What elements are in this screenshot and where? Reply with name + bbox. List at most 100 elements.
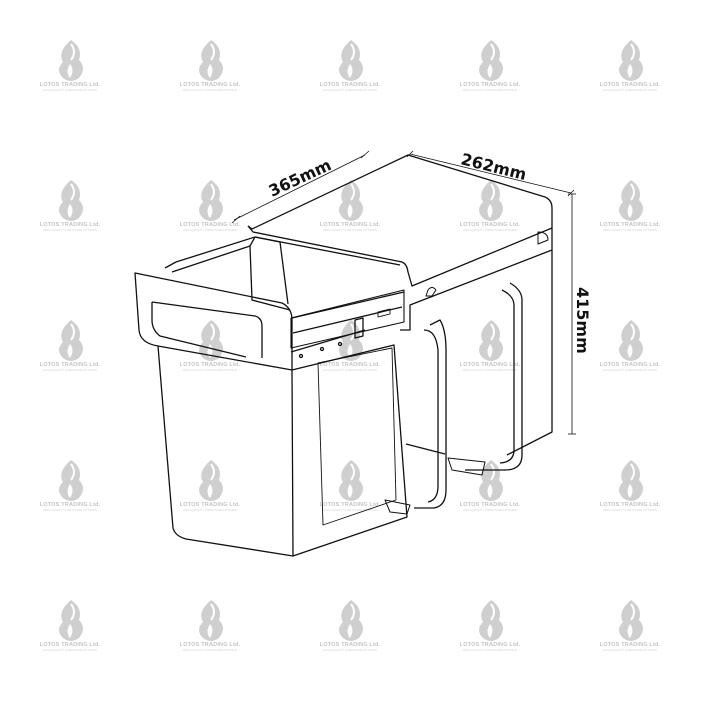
watermark-tagline: HIGH QUALITY FURNITURE FITTINGS — [603, 648, 657, 652]
watermark-tagline: HIGH QUALITY FURNITURE FITTINGS — [463, 508, 517, 512]
flame-logo-icon — [339, 460, 363, 501]
watermark: LOTOS TRADING Ltd.HIGH QUALITY FURNITURE… — [305, 598, 395, 652]
watermark-tagline: HIGH QUALITY FURNITURE FITTINGS — [43, 508, 97, 512]
dimension-width: 262mm — [406, 149, 575, 197]
watermark-tagline: HIGH QUALITY FURNITURE FITTINGS — [183, 508, 237, 512]
watermark: LOTOS TRADING Ltd.HIGH QUALITY FURNITURE… — [585, 318, 675, 372]
flame-logo-icon — [59, 320, 83, 361]
watermark-name: LOTOS TRADING Ltd. — [39, 362, 101, 368]
watermark-tagline: HIGH QUALITY FURNITURE FITTINGS — [323, 648, 377, 652]
watermark-name: LOTOS TRADING Ltd. — [39, 642, 101, 648]
watermark: LOTOS TRADING Ltd.HIGH QUALITY FURNITURE… — [165, 458, 255, 512]
watermark-tagline: HIGH QUALITY FURNITURE FITTINGS — [603, 368, 657, 372]
flame-logo-icon — [619, 320, 643, 361]
flame-logo-icon — [59, 40, 83, 81]
watermark-name: LOTOS TRADING Ltd. — [39, 502, 101, 508]
watermark: LOTOS TRADING Ltd.HIGH QUALITY FURNITURE… — [305, 38, 395, 92]
watermark-tagline: HIGH QUALITY FURNITURE FITTINGS — [463, 88, 517, 92]
watermark: LOTOS TRADING Ltd.HIGH QUALITY FURNITURE… — [25, 458, 115, 512]
watermark-name: LOTOS TRADING Ltd. — [179, 82, 241, 88]
watermark: LOTOS TRADING Ltd.HIGH QUALITY FURNITURE… — [25, 38, 115, 92]
watermark: LOTOS TRADING Ltd.HIGH QUALITY FURNITURE… — [445, 598, 535, 652]
flame-logo-icon — [199, 40, 223, 81]
watermark: LOTOS TRADING Ltd.HIGH QUALITY FURNITURE… — [585, 178, 675, 232]
flame-logo-icon — [59, 460, 83, 501]
watermark: LOTOS TRADING Ltd.HIGH QUALITY FURNITURE… — [585, 458, 675, 512]
width-label: 262mm — [459, 149, 528, 184]
watermark-name: LOTOS TRADING Ltd. — [459, 642, 521, 648]
watermark: LOTOS TRADING Ltd.HIGH QUALITY FURNITURE… — [445, 318, 535, 372]
watermark: LOTOS TRADING Ltd.HIGH QUALITY FURNITURE… — [165, 598, 255, 652]
flame-logo-icon — [339, 40, 363, 81]
watermark-name: LOTOS TRADING Ltd. — [179, 502, 241, 508]
rear-support — [384, 250, 553, 515]
watermark-tagline: HIGH QUALITY FURNITURE FITTINGS — [43, 648, 97, 652]
flame-logo-icon — [59, 600, 83, 641]
watermark: LOTOS TRADING Ltd.HIGH QUALITY FURNITURE… — [25, 598, 115, 652]
flame-logo-icon — [199, 320, 223, 361]
flame-logo-icon — [339, 180, 363, 221]
watermark-tagline: HIGH QUALITY FURNITURE FITTINGS — [603, 508, 657, 512]
watermark: LOTOS TRADING Ltd.HIGH QUALITY FURNITURE… — [445, 38, 535, 92]
flame-logo-icon — [339, 600, 363, 641]
watermark: LOTOS TRADING Ltd.HIGH QUALITY FURNITURE… — [305, 458, 395, 512]
watermark-tagline: HIGH QUALITY FURNITURE FITTINGS — [183, 228, 237, 232]
flame-logo-icon — [619, 180, 643, 221]
watermark-name: LOTOS TRADING Ltd. — [459, 82, 521, 88]
watermark: LOTOS TRADING Ltd.HIGH QUALITY FURNITURE… — [25, 318, 115, 372]
flame-logo-icon — [199, 460, 223, 501]
watermark: LOTOS TRADING Ltd.HIGH QUALITY FURNITURE… — [585, 598, 675, 652]
watermark: LOTOS TRADING Ltd.HIGH QUALITY FURNITURE… — [165, 318, 255, 372]
watermark-name: LOTOS TRADING Ltd. — [319, 82, 381, 88]
watermark-name: LOTOS TRADING Ltd. — [599, 502, 661, 508]
watermark-tagline: HIGH QUALITY FURNITURE FITTINGS — [323, 368, 377, 372]
drawer-runner — [290, 289, 405, 359]
watermark: LOTOS TRADING Ltd.HIGH QUALITY FURNITURE… — [165, 178, 255, 232]
watermark-tagline: HIGH QUALITY FURNITURE FITTINGS — [43, 368, 97, 372]
frame-lid — [247, 154, 553, 331]
dimension-depth: 365mm — [231, 150, 370, 224]
flame-logo-icon — [619, 40, 643, 81]
watermark-name: LOTOS TRADING Ltd. — [179, 642, 241, 648]
watermark: LOTOS TRADING Ltd.HIGH QUALITY FURNITURE… — [165, 38, 255, 92]
flame-logo-icon — [199, 180, 223, 221]
watermark-tagline: HIGH QUALITY FURNITURE FITTINGS — [463, 228, 517, 232]
flame-logo-icon — [479, 600, 503, 641]
flame-logo-icon — [479, 320, 503, 361]
watermark-name: LOTOS TRADING Ltd. — [319, 642, 381, 648]
watermark-name: LOTOS TRADING Ltd. — [319, 502, 381, 508]
watermark-name: LOTOS TRADING Ltd. — [599, 222, 661, 228]
watermark: LOTOS TRADING Ltd.HIGH QUALITY FURNITURE… — [445, 178, 535, 232]
watermark-name: LOTOS TRADING Ltd. — [39, 82, 101, 88]
dimension-height: 415mm — [568, 193, 592, 435]
watermark-tagline: HIGH QUALITY FURNITURE FITTINGS — [323, 88, 377, 92]
flame-logo-icon — [479, 180, 503, 221]
watermark-tagline: HIGH QUALITY FURNITURE FITTINGS — [43, 228, 97, 232]
flame-logo-icon — [619, 460, 643, 501]
watermark-tagline: HIGH QUALITY FURNITURE FITTINGS — [323, 508, 377, 512]
watermark-tagline: HIGH QUALITY FURNITURE FITTINGS — [463, 648, 517, 652]
flame-logo-icon — [619, 600, 643, 641]
watermark-name: LOTOS TRADING Ltd. — [319, 222, 381, 228]
flame-logo-icon — [199, 600, 223, 641]
watermark-name: LOTOS TRADING Ltd. — [599, 642, 661, 648]
watermark-name: LOTOS TRADING Ltd. — [459, 222, 521, 228]
depth-label: 365mm — [266, 155, 335, 200]
flame-logo-icon — [479, 40, 503, 81]
watermark-tagline: HIGH QUALITY FURNITURE FITTINGS — [183, 88, 237, 92]
watermark: LOTOS TRADING Ltd.HIGH QUALITY FURNITURE… — [25, 178, 115, 232]
watermark-tagline: HIGH QUALITY FURNITURE FITTINGS — [603, 228, 657, 232]
height-label: 415mm — [573, 287, 592, 354]
watermark-name: LOTOS TRADING Ltd. — [39, 222, 101, 228]
flame-logo-icon — [339, 320, 363, 361]
watermark: LOTOS TRADING Ltd.HIGH QUALITY FURNITURE… — [305, 318, 395, 372]
watermark-name: LOTOS TRADING Ltd. — [179, 362, 241, 368]
watermark-tagline: HIGH QUALITY FURNITURE FITTINGS — [183, 368, 237, 372]
watermark: LOTOS TRADING Ltd.HIGH QUALITY FURNITURE… — [585, 38, 675, 92]
watermark-name: LOTOS TRADING Ltd. — [179, 222, 241, 228]
watermark-tagline: HIGH QUALITY FURNITURE FITTINGS — [323, 228, 377, 232]
watermark-name: LOTOS TRADING Ltd. — [459, 362, 521, 368]
watermark-tagline: HIGH QUALITY FURNITURE FITTINGS — [43, 88, 97, 92]
